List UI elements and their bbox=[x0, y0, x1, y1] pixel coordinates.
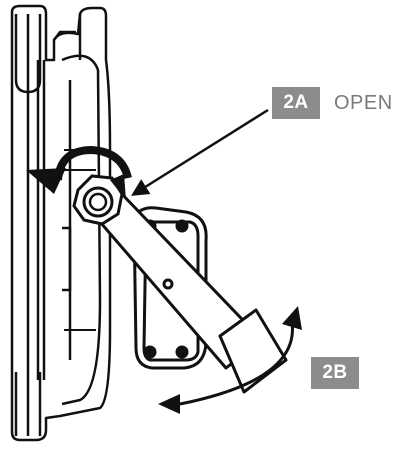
monitor-side-view bbox=[10, 4, 112, 442]
step-2b-badge: 2B bbox=[311, 357, 359, 389]
pointer-arrow-icon bbox=[131, 108, 269, 196]
pivot-knob bbox=[72, 174, 124, 226]
step-2a-label: OPEN bbox=[334, 92, 393, 114]
curved-open-arrow-icon bbox=[26, 145, 132, 200]
step-2a-badge: 2A bbox=[272, 87, 320, 119]
swing-arm bbox=[86, 188, 288, 394]
double-headed-swing-arrow-icon bbox=[158, 306, 302, 414]
